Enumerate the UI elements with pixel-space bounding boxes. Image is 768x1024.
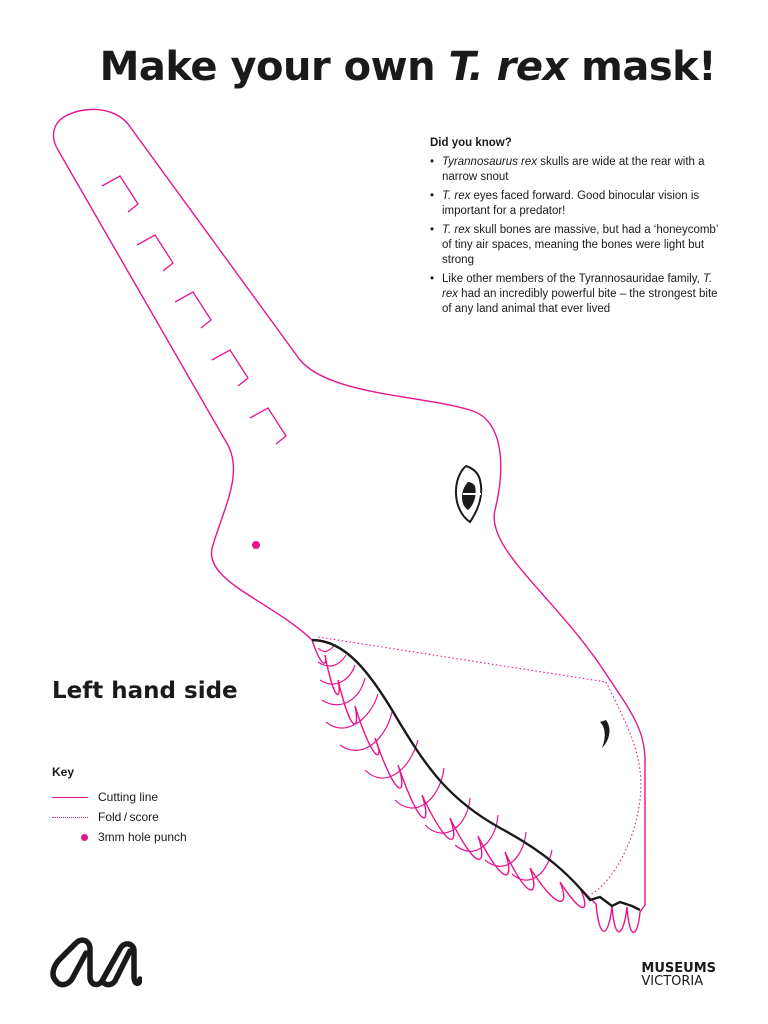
fold-lines	[317, 636, 642, 896]
fact-item: T. rex eyes faced forward. Good binocula…	[430, 189, 730, 219]
museums-victoria-logo-icon	[50, 937, 142, 988]
page-title: Make your own T. rex mask!	[99, 44, 717, 90]
title-prefix: Make your own	[99, 44, 449, 90]
key-item-fold-score: Fold / score	[52, 807, 187, 827]
fact-item: T. rex skull bones are massive, but had …	[430, 223, 730, 268]
fold-line-swatch	[52, 816, 88, 818]
strap-slots	[101, 175, 287, 445]
key-item-cutting-line: Cutting line	[52, 787, 187, 807]
hole-punch-dot	[252, 541, 260, 549]
cutting-line-swatch	[52, 796, 88, 798]
side-label: Left hand side	[52, 678, 238, 704]
key-item-hole-punch: 3mm hole punch	[52, 827, 187, 847]
fact-list: Tyrannosaurus rex skulls are wide at the…	[430, 155, 730, 317]
hole-punch-swatch	[81, 833, 88, 841]
eye-icon	[454, 464, 483, 524]
key-label: Fold / score	[98, 810, 159, 824]
mask-outline	[52, 108, 646, 933]
fact-item: Like other members of the Tyrannosaurida…	[430, 272, 730, 317]
title-italic: T. rex	[448, 44, 568, 90]
tooth-curves	[317, 644, 553, 881]
key-label: 3mm hole punch	[98, 830, 187, 844]
brand-line-1: MUSEUMS	[641, 961, 716, 976]
brand-line-2: VICTORIA	[641, 974, 704, 989]
did-you-know-heading: Did you know?	[430, 137, 512, 149]
did-you-know-panel: Did you know? Tyrannosaurus rex skulls a…	[430, 136, 730, 321]
nostril-icon	[600, 720, 610, 748]
key-label: Cutting line	[98, 790, 159, 804]
jaw-line	[311, 638, 641, 912]
fact-item: Tyrannosaurus rex skulls are wide at the…	[430, 155, 730, 185]
key-title: Key	[52, 765, 75, 779]
legend-key: Key Cutting line Fold / score 3mm hole p…	[52, 765, 187, 847]
brand-wordmark: MUSEUMS VICTORIA	[641, 962, 716, 988]
title-suffix: mask!	[567, 44, 716, 90]
